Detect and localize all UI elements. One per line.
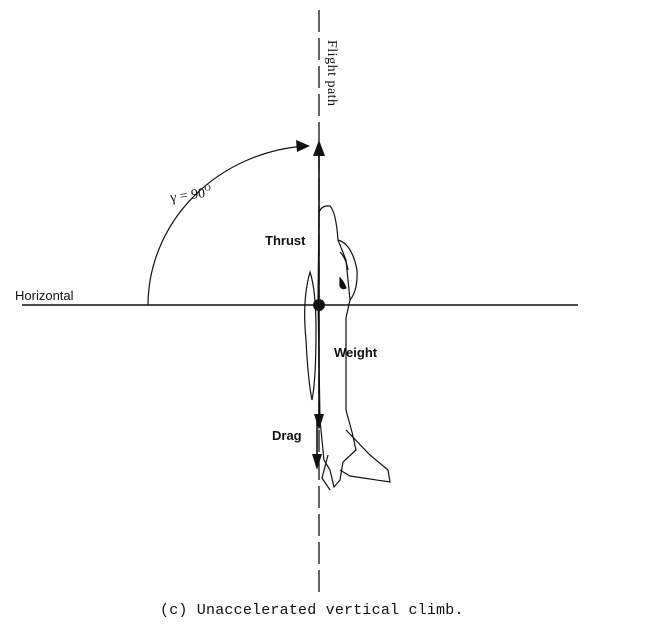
- gamma-arc-arrowhead: [296, 140, 310, 152]
- flight-path-label: Flight path: [324, 40, 339, 107]
- figure-caption: (c) Unaccelerated vertical climb.: [160, 602, 464, 619]
- aircraft-silhouette: [304, 205, 391, 491]
- gamma-degree-mark: O: [203, 182, 212, 194]
- drag-arrowhead: [312, 454, 322, 470]
- weight-arrowhead: [314, 414, 324, 430]
- thrust-arrowhead: [313, 140, 325, 156]
- gamma-angle-arc: [147, 145, 307, 306]
- center-of-gravity-dot: [313, 299, 325, 311]
- horizontal-label: Horizontal: [15, 288, 74, 303]
- weight-label: Weight: [334, 345, 378, 360]
- thrust-label: Thrust: [265, 233, 306, 248]
- drag-label: Drag: [272, 428, 302, 443]
